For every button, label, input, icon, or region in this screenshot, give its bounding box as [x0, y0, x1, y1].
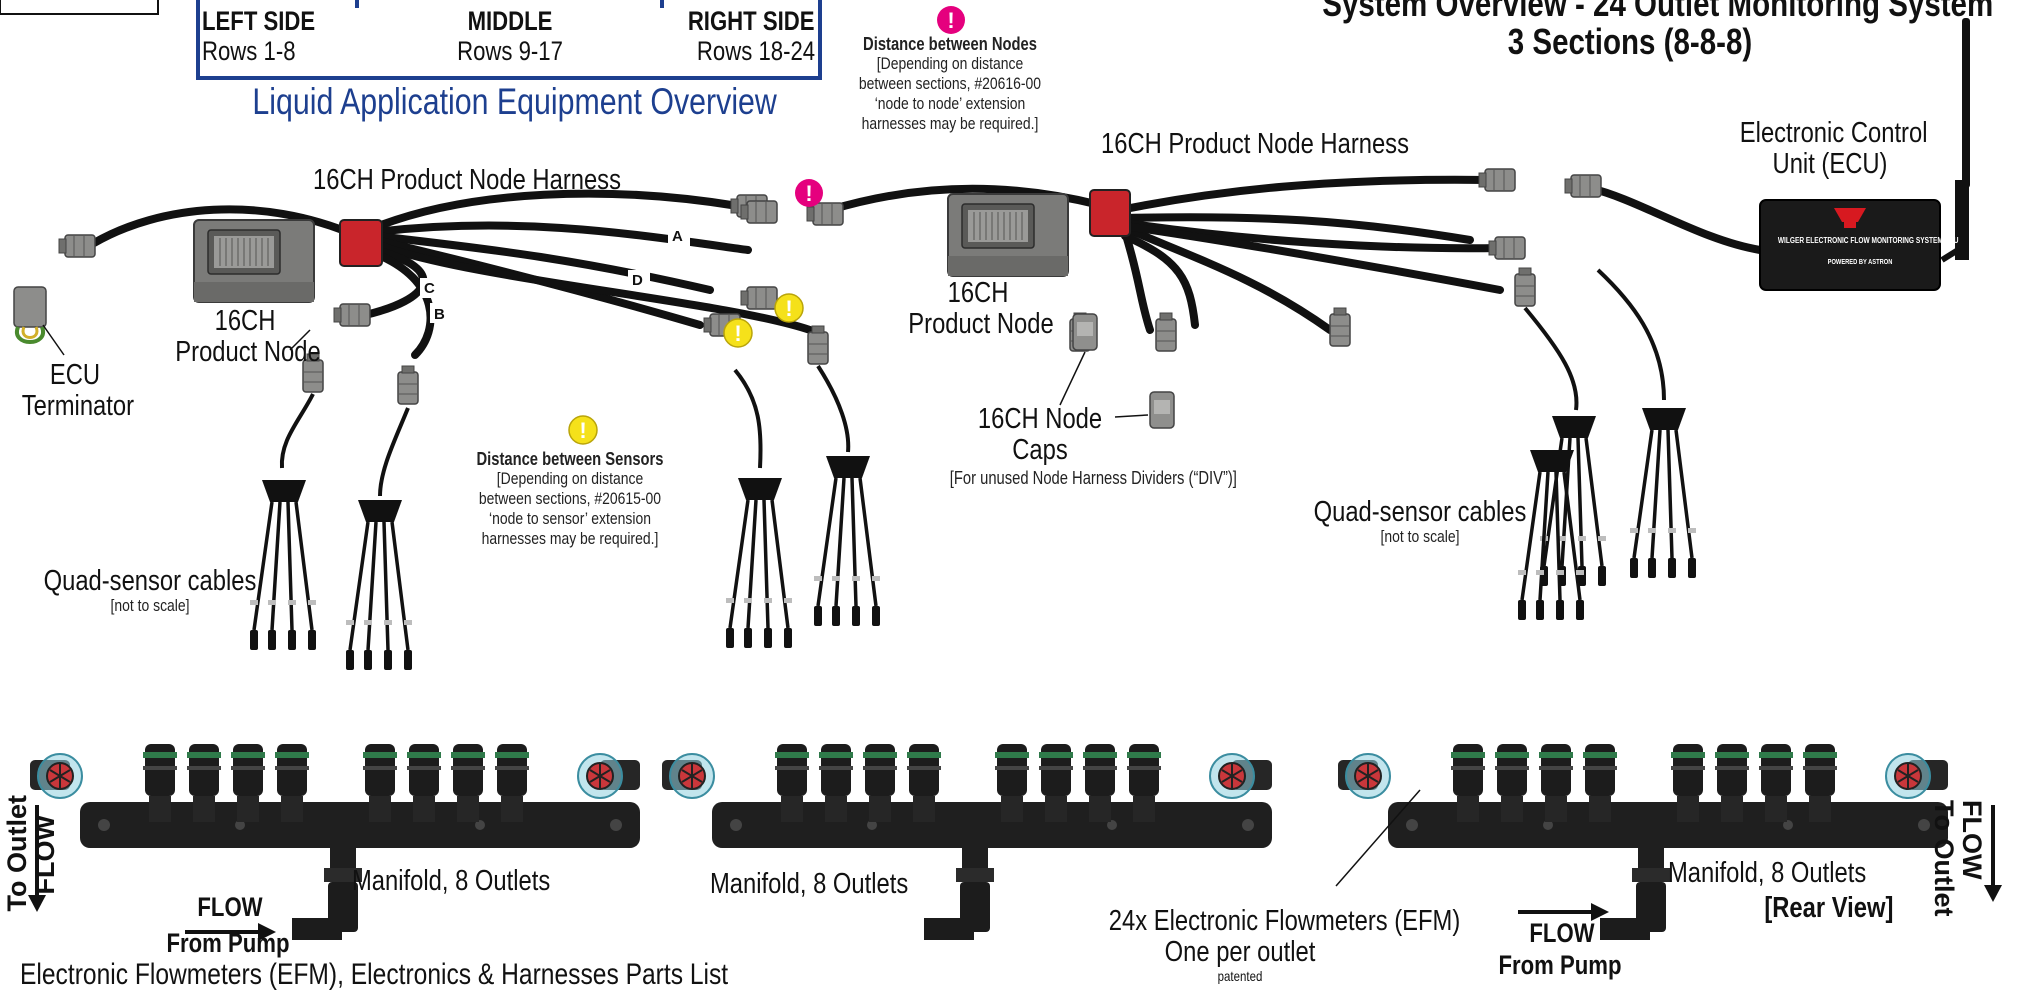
manifold-mid-label: Manifold, 8 Outlets	[710, 868, 909, 900]
node-mid-label-line2: Product Node	[908, 308, 1054, 340]
sensor-alert-icons	[568, 293, 804, 445]
nodes-note-line: ‘node to node’ extension	[874, 94, 1026, 113]
quad-left-note: [not to scale]	[110, 596, 190, 615]
sensors-note-title: Distance between Sensors	[476, 449, 664, 469]
sensors-note-line: ‘node to sensor’ extension	[489, 509, 651, 528]
legend-left-title: LEFT SIDE	[202, 6, 316, 36]
ecu-label-line2: Unit (ECU)	[1772, 148, 1888, 180]
svg-text:!: !	[805, 181, 812, 206]
node-caps-label: 16CH Node Caps	[974, 404, 1105, 466]
ecu-device-text: WILGER ELECTRONIC FLOW MONITORING SYSTEM…	[1777, 236, 1959, 245]
ecu-label-line1: Electronic Control	[1739, 117, 1928, 149]
to-outlet-vertical-right: To Outlet	[1929, 800, 1959, 917]
to-outlet-vertical-left: To Outlet	[2, 795, 32, 912]
ecu-label: Electronic Control Unit (ECU)	[1739, 117, 1928, 180]
sensors-note-line: between sections, #20615-00	[478, 489, 662, 508]
flow-vertical-right: FLOW	[1957, 800, 1987, 880]
connector-letter-b: B	[434, 306, 445, 323]
ecu-device	[1759, 18, 1970, 291]
legend-divider-left	[355, 0, 359, 8]
diagram-subtitle: 3 Sections (8-8-8)	[1507, 21, 1753, 62]
flow-left-label: FLOW	[197, 892, 263, 922]
svg-text:!: !	[785, 296, 792, 321]
svg-text:!: !	[579, 418, 586, 443]
sensors-note-line: harnesses may be required.]	[481, 529, 659, 548]
manifold-left-label: Manifold, 8 Outlets	[352, 865, 551, 897]
legend-box	[196, 0, 822, 80]
nodes-note-line: harnesses may be required.]	[861, 114, 1039, 133]
node-caps-line1: 16CH Node	[977, 403, 1103, 435]
node-mid-label-line1: 16CH	[947, 277, 1009, 309]
efm-line1: 24x Electronic Flowmeters (EFM)	[1108, 905, 1461, 937]
svg-text:!: !	[947, 8, 954, 33]
flow-vertical-left: FLOW	[30, 815, 60, 895]
nodes-note-title: Distance between Nodes	[863, 34, 1037, 54]
nodes-note-line: between sections, #20616-00	[858, 74, 1042, 93]
ecu-terminator-line2: Terminator	[21, 390, 135, 422]
from-pump-right-label: From Pump	[1498, 950, 1622, 980]
legend-right-title: RIGHT SIDE	[688, 6, 815, 36]
rear-view-label: [Rear View]	[1763, 892, 1893, 924]
sensors-distance-note: Distance between Sensors [Depending on d…	[472, 449, 669, 549]
harness-left-label: 16CH Product Node Harness	[313, 164, 621, 196]
legend-middle-rows: Rows 9-17	[457, 36, 563, 66]
node-caps-note: [For unused Node Harness Dividers (“DIV”…	[949, 468, 1237, 488]
node-caps-line2: Caps	[1012, 434, 1068, 466]
harness-right-label: 16CH Product Node Harness	[1101, 128, 1409, 160]
harness-right-cables	[1116, 175, 1504, 334]
efm-line2: One per outlet	[1164, 936, 1316, 968]
efm-label: 24x Electronic Flowmeters (EFM) One per …	[1108, 905, 1461, 985]
node-left-label: 16CH Product Node	[175, 305, 321, 368]
legend-left-rows: Rows 1-8	[202, 36, 296, 66]
legend-right-rows: Rows 18-24	[696, 36, 815, 66]
legend-divider-right	[660, 0, 664, 8]
ecu-terminator-line1: ECU	[49, 359, 101, 391]
connector-letter-d: D	[632, 272, 643, 289]
harness-left-cables	[90, 189, 814, 359]
flow-right-label: FLOW	[1529, 918, 1595, 948]
ecu-terminator-label: ECU Terminator	[21, 359, 135, 422]
node-left-label-line1: 16CH	[214, 305, 276, 337]
legend-middle-title: MIDDLE	[467, 6, 553, 36]
from-pump-left-label: From Pump	[166, 928, 290, 958]
manifold-right-label: Manifold, 8 Outlets	[1668, 857, 1867, 889]
parts-list-heading: Electronic Flowmeters (EFM), Electronics…	[20, 958, 729, 991]
diagram-title: System Overview - 24 Outlet Monitoring S…	[1322, 0, 1993, 24]
connector-letter-c: C	[424, 280, 435, 297]
efm-line3: patented	[1217, 968, 1263, 984]
node-left-label-line2: Product Node	[175, 336, 321, 368]
quad-right-label: Quad-sensor cables	[1313, 496, 1527, 528]
quad-right-note: [not to scale]	[1380, 527, 1460, 546]
node-alert-icons	[795, 6, 965, 207]
quad-left-label: Quad-sensor cables	[43, 565, 257, 597]
sensors-note-line: [Depending on distance	[496, 469, 644, 488]
nodes-note-line: [Depending on distance	[876, 54, 1024, 73]
legend-caption: Liquid Application Equipment Overview	[252, 81, 777, 122]
ecu-powered-text: POWERED BY ASTRON	[1827, 259, 1893, 266]
node-mid-label: 16CH Product Node	[908, 277, 1054, 340]
connector-letter-a: A	[672, 228, 683, 245]
svg-text:!: !	[734, 321, 741, 346]
nodes-distance-note: Distance between Nodes [Depending on dis…	[852, 34, 1049, 134]
ecu-terminator	[13, 286, 47, 344]
